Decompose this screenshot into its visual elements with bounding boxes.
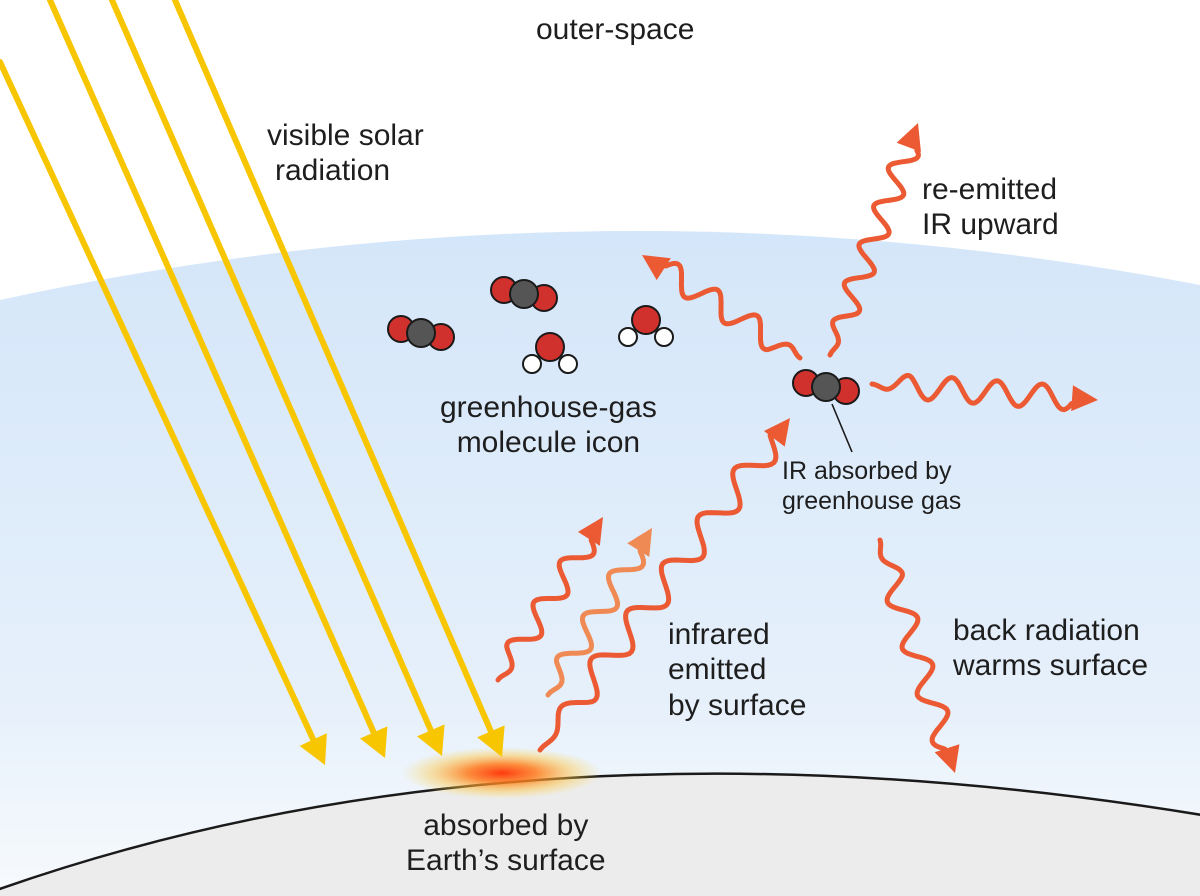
reemit-wave-right-arrowhead [1071, 385, 1098, 412]
back-radiation-wave-arrowhead [934, 744, 960, 773]
solar-radiation-label: visible solar radiation [267, 118, 424, 189]
back-radiation-label: back radiation warms surface [953, 613, 1148, 684]
absorbed-by-surface-label: absorbed by Earth’s surface [406, 808, 606, 879]
ir-absorbed-by-gas-label: IR absorbed by greenhouse gas [782, 457, 961, 516]
hydrogen-atom [654, 327, 674, 347]
ir-surface-wave-2-arrowhead [627, 528, 652, 557]
reemit-wave-up-left-arrowhead [642, 255, 671, 281]
solar-ray-arrowhead-4 [477, 725, 505, 757]
solar-ray-2 [47, 0, 377, 736]
reemit-label-line-1: re-emitted [922, 173, 1058, 206]
atmosphere-layer [0, 231, 1200, 896]
solar-ray-1 [0, 59, 317, 743]
reemit-wave-up-left [663, 260, 803, 361]
greenhouse-molecules [387, 276, 860, 405]
hydrogen-atom [558, 354, 578, 374]
oxygen-atom [535, 332, 565, 362]
co2-molecule-2 [490, 276, 558, 312]
infrared-emitted-label: infrared emitted by surface [668, 617, 806, 723]
greenhouse-gas-molecule-label: greenhouse-gas molecule icon [440, 390, 657, 461]
earth-surface [0, 773, 1200, 896]
solar-ray-arrowhead-1 [299, 733, 327, 765]
carbon-atom [509, 279, 539, 309]
ir-gas-label-line-2: greenhouse gas [782, 486, 962, 515]
hydrogen-atom [522, 354, 542, 374]
ir-surface-wave-1-arrowhead [577, 517, 603, 546]
ir-surface-wave-2 [545, 548, 646, 698]
reemitted-ir-label: re-emitted IR upward [922, 172, 1059, 243]
back-radiation-wave [877, 537, 951, 752]
co2-molecule-absorbing [792, 369, 860, 405]
reemit-wave-right [869, 373, 1075, 413]
oxygen-atom [631, 305, 661, 335]
co2-molecule-1 [387, 315, 455, 351]
reemit-wave-up-arrowhead [896, 123, 921, 152]
solar-ray-3 [109, 0, 434, 734]
outer-space-label: outer-space [536, 13, 695, 46]
ir-gas-label-line-1: IR absorbed by [782, 457, 952, 485]
ir-surface-wave-to-gas [537, 433, 779, 753]
back-label-line-1: back radiation [953, 614, 1140, 647]
carbon-atom [406, 318, 436, 348]
solar-ray-arrowhead-3 [417, 724, 445, 756]
gas-label-line-1: greenhouse-gas [440, 391, 657, 424]
h2o-molecule-2 [618, 305, 674, 347]
carbon-atom [811, 372, 841, 402]
reemit-label-line-2: IR upward [922, 208, 1059, 242]
absorbed-gas-leader-line [831, 403, 853, 453]
reemit-wave-up [827, 147, 921, 358]
h2o-molecule-1 [522, 332, 578, 374]
solar-label-line-1: visible solar [267, 119, 424, 152]
hydrogen-atom [618, 327, 638, 347]
infrared-waves [495, 123, 1098, 773]
surface-label-line-2: Earth’s surface [406, 844, 606, 878]
solar-ray-4 [172, 0, 494, 735]
ir-surface-label-line-1: infrared [668, 618, 770, 651]
surface-hotspot [402, 747, 602, 799]
ir-surface-label-line-3: by surface [668, 688, 807, 722]
solar-ray-arrowhead-2 [359, 726, 388, 758]
ir-surface-wave-1 [495, 537, 597, 683]
back-label-line-2: warms surface [953, 649, 1149, 683]
surface-label-line-1: absorbed by [423, 809, 589, 842]
gas-label-line-2: molecule icon [456, 426, 641, 460]
solar-label-line-2: radiation [275, 154, 391, 188]
ir-surface-label-line-2: emitted [668, 653, 767, 687]
ir-surface-wave-to-gas-arrowhead [763, 418, 790, 447]
solar-rays [0, 0, 505, 765]
